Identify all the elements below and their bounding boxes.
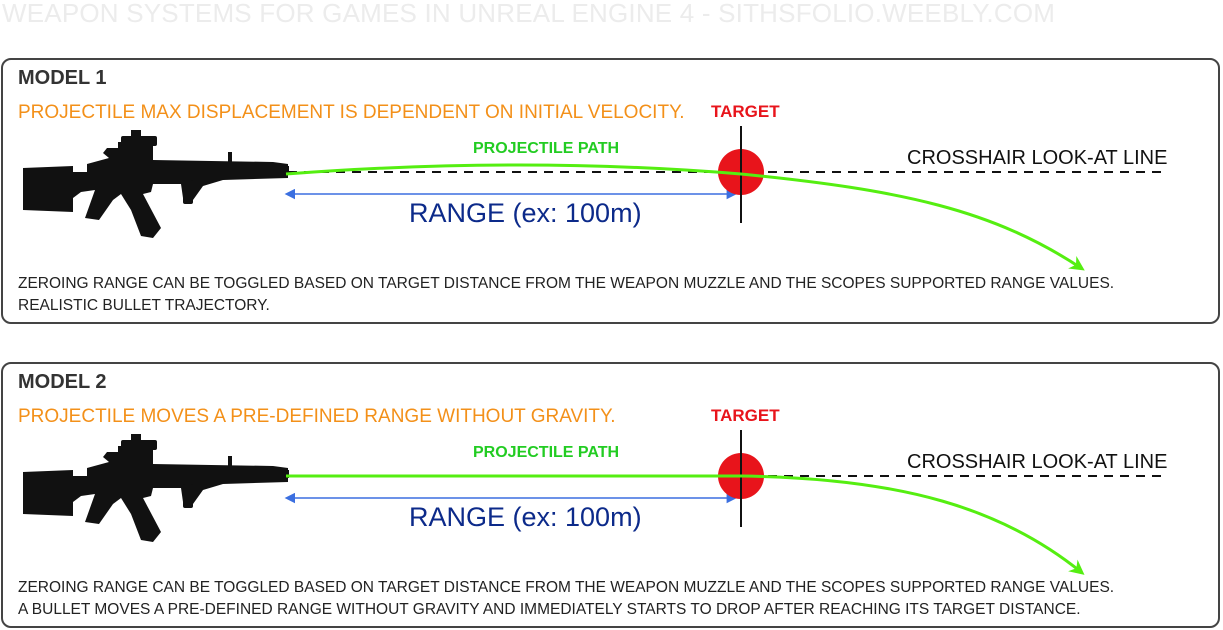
crosshair-label: CROSSHAIR LOOK-AT LINE [907,147,1167,169]
projectile-path-label: PROJECTILE PATH [473,444,619,461]
trajectory-diagram: TARGET PROJECTILE PATH CROSSHAIR LOOK-AT… [23,406,1167,575]
rifle-icon [23,434,289,542]
range-label: RANGE (ex: 100m) [409,198,642,228]
page-header-title: WEAPON SYSTEMS FOR GAMES IN UNREAL ENGIN… [2,0,1056,28]
description-line-2: REALISTIC BULLET TRAJECTORY. [18,297,270,314]
trajectory-diagram: TARGET PROJECTILE PATH CROSSHAIR LOOK-AT… [23,102,1167,271]
description-line-2: A BULLET MOVES A PRE-DEFINED RANGE WITHO… [18,601,1081,618]
model-title: MODEL 2 [18,371,107,393]
projectile-path-label: PROJECTILE PATH [473,140,619,157]
projectile-path [285,163,1085,271]
description-line-1: ZEROING RANGE CAN BE TOGGLED BASED ON TA… [18,579,1115,596]
model-subtitle: PROJECTILE MOVES A PRE-DEFINED RANGE WIT… [18,406,616,427]
model-title: MODEL 1 [18,67,107,89]
target-label: TARGET [711,102,780,121]
model-1-panel: MODEL 1 PROJECTILE MAX DISPLACEMENT IS D… [1,58,1220,324]
target-label: TARGET [711,406,780,425]
description-line-1: ZEROING RANGE CAN BE TOGGLED BASED ON TA… [18,275,1115,292]
model-subtitle: PROJECTILE MAX DISPLACEMENT IS DEPENDENT… [18,102,685,123]
model-2-panel: MODEL 2 PROJECTILE MOVES A PRE-DEFINED R… [1,362,1220,628]
range-label: RANGE (ex: 100m) [409,502,642,532]
projectile-path [286,474,1085,575]
target-icon [718,430,764,527]
crosshair-label: CROSSHAIR LOOK-AT LINE [907,451,1167,473]
rifle-icon [23,130,289,238]
